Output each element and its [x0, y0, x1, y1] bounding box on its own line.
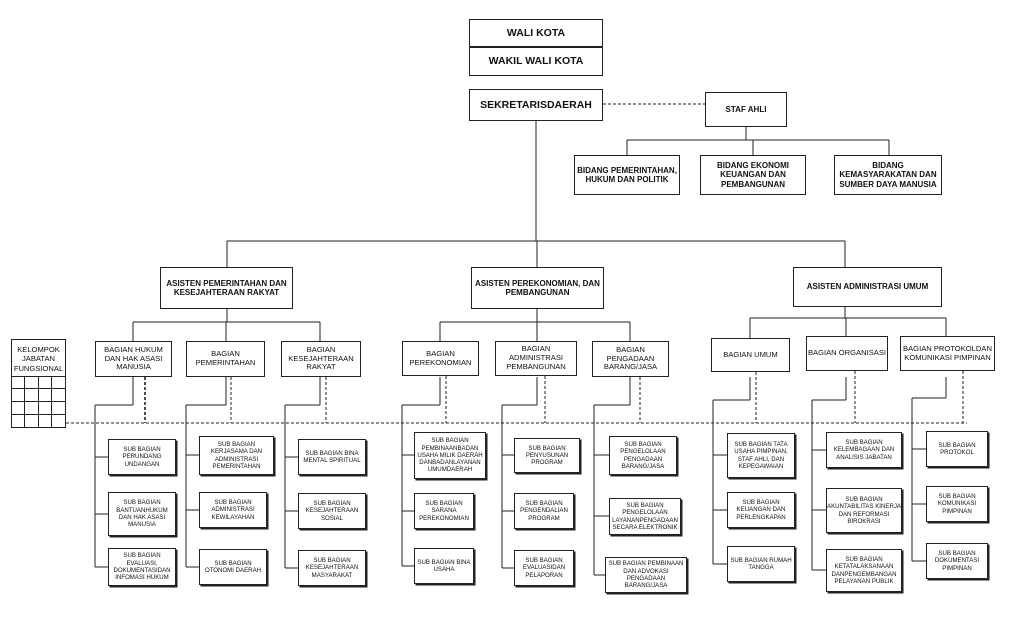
sub-bagian-box-7-2: SUB BAGIAN KEUANGAN DAN PERLENGKAPAN: [727, 492, 795, 528]
bagian-box-7: BAGIAN UMUM: [711, 338, 790, 372]
kelompok-jabatan-fungsional-label: KELOMPOK JABATAN FUNGSIONAL: [13, 345, 64, 373]
bagian-label-8: BAGIAN ORGANISASI: [807, 348, 887, 358]
sub-bagian-label-4-1: SUB BAGIAN PEMBINAANBADAN USAHA MILIK DA…: [417, 437, 483, 474]
sub-bagian-label-5-2: SUB BAGIAN PENGENDALIAN PROGRAM: [520, 500, 568, 522]
bagian-label-4: BAGIAN PEREKONOMIAN: [409, 348, 472, 367]
bagian-label-6: BAGIAN PENGADAAN BARANG/JASA: [603, 344, 658, 372]
sub-bagian-box-6-1: SUB BAGIAN PENGELOLAAN PENGADAAN BARANG/…: [609, 436, 677, 475]
sub-bagian-label-1-2: SUB BAGIAN BANTUANHUKUM DAN HAK ASASI MA…: [116, 499, 168, 529]
bagian-label-5: BAGIAN ADMINISTRASI PEMBANGUNAN: [506, 344, 566, 371]
sekretaris-daerah-box: SEKRETARISDAERAH: [469, 89, 603, 121]
staf-ahli-label: STAF AHLI: [725, 104, 767, 114]
sub-bagian-box-3-2: SUB BAGIAN KESEJAHTERAAN SOSIAL: [298, 493, 366, 529]
sub-bagian-box-4-3: SUB BAGIAN BINA USAHA: [414, 548, 474, 584]
sub-bagian-box-8-1: SUB BAGIAN KELEMBAGAAN DAN ANALISIS JABA…: [826, 432, 902, 468]
sub-bagian-box-5-1: SUB BAGIAN PENYUSUNAN PROGRAM: [514, 438, 580, 473]
bagian-label-3: BAGIAN KESEJAHTERAAN RAKYAT: [288, 344, 354, 372]
bagian-label-1: BAGIAN HUKUM DAN HAK ASASI MANUSIA: [104, 344, 163, 372]
sub-bagian-box-9-2: SUB BAGIAN KOMUNIKASI PIMPINAN: [926, 486, 988, 522]
sub-bagian-box-6-3: SUB BAGIAN PEMBINAAN DAN ADVOKASI PENGAD…: [605, 557, 687, 593]
sub-bagian-label-7-3: SUB BAGIAN RUMAH TANGGA: [730, 556, 792, 571]
wakil-wali-kota-box: WAKIL WALI KOTA: [469, 47, 603, 76]
asisten-label-2: ASISTEN PEREKONOMIAN, DAN PEMBANGUNAN: [475, 278, 600, 297]
sub-bagian-box-7-3: SUB BAGIAN RUMAH TANGGA: [727, 546, 795, 582]
sub-bagian-box-4-1: SUB BAGIAN PEMBINAANBADAN USAHA MILIK DA…: [414, 432, 486, 479]
sub-bagian-label-6-3: SUB BAGIAN PEMBINAAN DAN ADVOKASI PENGAD…: [608, 560, 684, 590]
kelompok-jabatan-fungsional-box: KELOMPOK JABATAN FUNGSIONAL: [10, 339, 66, 428]
sub-bagian-label-6-1: SUB BAGIAN PENGELOLAAN PENGADAAN BARANG/…: [620, 440, 666, 470]
asisten-box-1: ASISTEN PEMERINTAHAN DAN KESEJAHTERAAN R…: [160, 267, 293, 309]
bidang-label-1: BIDANG PEMERINTAHAN, HUKUM DAN POLITIK: [577, 165, 677, 184]
sub-bagian-box-1-2: SUB BAGIAN BANTUANHUKUM DAN HAK ASASI MA…: [108, 492, 176, 536]
bagian-box-8: BAGIAN ORGANISASI: [806, 336, 888, 371]
sub-bagian-box-2-2: SUB BAGIAN ADMINISTRASI KEWILAYAHAN: [199, 492, 267, 528]
asisten-box-2: ASISTEN PEREKONOMIAN, DAN PEMBANGUNAN: [471, 267, 604, 309]
sub-bagian-box-1-3: SUB BAGIAN EVALUASI, DOKUMENTASIDAN INFO…: [108, 548, 176, 586]
bagian-box-4: BAGIAN PEREKONOMIAN: [402, 341, 479, 376]
sub-bagian-label-5-1: SUB BAGIAN PENYUSUNAN PROGRAM: [525, 444, 569, 467]
sub-bagian-box-4-2: SUB BAGIAN SARANA PEREKONOMIAN: [414, 493, 474, 529]
sub-bagian-label-7-1: SUB BAGIAN TATA USAHA PIMPINAN, STAF AHL…: [734, 440, 788, 470]
sub-bagian-label-9-1: SUB BAGIAN PROTOKOL: [938, 441, 976, 456]
bagian-box-5: BAGIAN ADMINISTRASI PEMBANGUNAN: [495, 341, 577, 376]
sub-bagian-box-3-1: SUB BAGIAN BINA MENTAL SPIRITUAL: [298, 439, 366, 475]
asisten-box-3: ASISTEN ADMINISTRASI UMUM: [793, 267, 942, 307]
bagian-box-1: BAGIAN HUKUM DAN HAK ASASI MANUSIA: [95, 341, 172, 377]
sub-bagian-label-8-1: SUB BAGIAN KELEMBAGAAN DAN ANALISIS JABA…: [833, 439, 895, 461]
bidang-box-3: BIDANG KEMASYARAKATAN DAN SUMBER DAYA MA…: [834, 155, 942, 195]
sub-bagian-label-8-2: SUB BAGIAN AKUNTABILITAS KINERJA DAN REF…: [827, 495, 901, 525]
sub-bagian-label-1-3: SUB BAGIAN EVALUASI, DOKUMENTASIDAN INFO…: [113, 552, 171, 582]
sub-bagian-box-6-2: SUB BAGIAN PENGELOLAAN LAYANANPENGADAAN …: [609, 498, 681, 535]
sub-bagian-label-8-3: SUB BAGIAN KETATALAKSANAAN DANPENGEMBANG…: [831, 555, 897, 585]
sub-bagian-box-8-2: SUB BAGIAN AKUNTABILITAS KINERJA DAN REF…: [826, 488, 902, 533]
wakil-wali-kota-label: WAKIL WALI KOTA: [488, 55, 584, 68]
sub-bagian-box-9-3: SUB BAGIAN DOKUMENTASI PIMPINAN: [926, 543, 988, 579]
sub-bagian-box-2-1: SUB BAGIAN KERJASAMA DAN ADMINISTRASI PE…: [199, 436, 274, 475]
sub-bagian-label-9-3: SUB BAGIAN DOKUMENTASI PIMPINAN: [934, 550, 980, 572]
sub-bagian-label-6-2: SUB BAGIAN PENGELOLAAN LAYANANPENGADAAN …: [612, 501, 678, 531]
sub-bagian-label-4-2: SUB BAGIAN SARANA PEREKONOMIAN: [419, 500, 469, 522]
sub-bagian-box-7-1: SUB BAGIAN TATA USAHA PIMPINAN, STAF AHL…: [727, 433, 795, 478]
bagian-label-2: BAGIAN PEMERINTAHAN: [195, 349, 256, 367]
sub-bagian-box-5-3: SUB BAGIAN EVALUASIDAN PELAPORAN: [514, 550, 574, 586]
sub-bagian-label-2-1: SUB BAGIAN KERJASAMA DAN ADMINISTRASI PE…: [210, 440, 263, 470]
sub-bagian-label-4-3: SUB BAGIAN BINA USAHA: [417, 558, 471, 573]
bidang-box-2: BIDANG EKONOMI KEUANGAN DAN PEMBANGUNAN: [700, 155, 806, 195]
wali-kota-label: WALI KOTA: [506, 26, 566, 39]
sub-bagian-box-1-1: SUB BAGIAN PERUNDANG UNDANGAN: [108, 439, 176, 475]
sub-bagian-label-5-3: SUB BAGIAN EVALUASIDAN PELAPORAN: [522, 557, 566, 579]
staf-ahli-box: STAF AHLI: [705, 92, 787, 127]
sub-bagian-box-8-3: SUB BAGIAN KETATALAKSANAAN DANPENGEMBANG…: [826, 549, 902, 592]
sub-bagian-label-2-3: SUB BAGIAN OTONOMI DAERAH: [204, 559, 262, 574]
sub-bagian-box-3-3: SUB BAGIAN KESEJAHTERAAN MASYARAKAT: [298, 550, 366, 586]
sub-bagian-label-9-2: SUB BAGIAN KOMUNIKASI PIMPINAN: [937, 493, 977, 515]
sub-bagian-label-3-1: SUB BAGIAN BINA MENTAL SPIRITUAL: [303, 449, 361, 464]
sekretaris-daerah-label: SEKRETARISDAERAH: [480, 98, 592, 111]
sub-bagian-label-3-3: SUB BAGIAN KESEJAHTERAAN MASYARAKAT: [305, 557, 359, 579]
bidang-label-3: BIDANG KEMASYARAKATAN DAN SUMBER DAYA MA…: [839, 161, 937, 189]
bagian-box-6: BAGIAN PENGADAAN BARANG/JASA: [592, 341, 669, 377]
kelompok-jabatan-fungsional-grid: [10, 375, 66, 428]
asisten-label-1: ASISTEN PEMERINTAHAN DAN KESEJAHTERAAN R…: [166, 278, 287, 297]
asisten-label-3: ASISTEN ADMINISTRASI UMUM: [806, 282, 929, 292]
wali-kota-box: WALI KOTA: [469, 19, 603, 47]
sub-bagian-box-5-2: SUB BAGIAN PENGENDALIAN PROGRAM: [514, 493, 574, 529]
sub-bagian-label-3-2: SUB BAGIAN KESEJAHTERAAN SOSIAL: [305, 500, 359, 522]
sub-bagian-label-7-2: SUB BAGIAN KEUANGAN DAN PERLENGKAPAN: [736, 499, 786, 521]
sub-bagian-label-1-1: SUB BAGIAN PERUNDANG UNDANGAN: [122, 446, 162, 468]
bagian-box-3: BAGIAN KESEJAHTERAAN RAKYAT: [281, 341, 361, 377]
bagian-label-7: BAGIAN UMUM: [723, 349, 778, 359]
bidang-box-1: BIDANG PEMERINTAHAN, HUKUM DAN POLITIK: [574, 155, 680, 195]
sub-bagian-label-2-2: SUB BAGIAN ADMINISTRASI KEWILAYAHAN: [211, 499, 255, 521]
bagian-box-2: BAGIAN PEMERINTAHAN: [186, 341, 265, 377]
sub-bagian-box-2-3: SUB BAGIAN OTONOMI DAERAH: [199, 549, 267, 585]
bagian-box-9: BAGIAN PROTOKOLDAN KOMUNIKASI PIMPINAN: [900, 336, 995, 371]
sub-bagian-box-9-1: SUB BAGIAN PROTOKOL: [926, 431, 988, 467]
bidang-label-2: BIDANG EKONOMI KEUANGAN DAN PEMBANGUNAN: [717, 161, 789, 189]
bagian-label-9: BAGIAN PROTOKOLDAN KOMUNIKASI PIMPINAN: [903, 343, 992, 362]
